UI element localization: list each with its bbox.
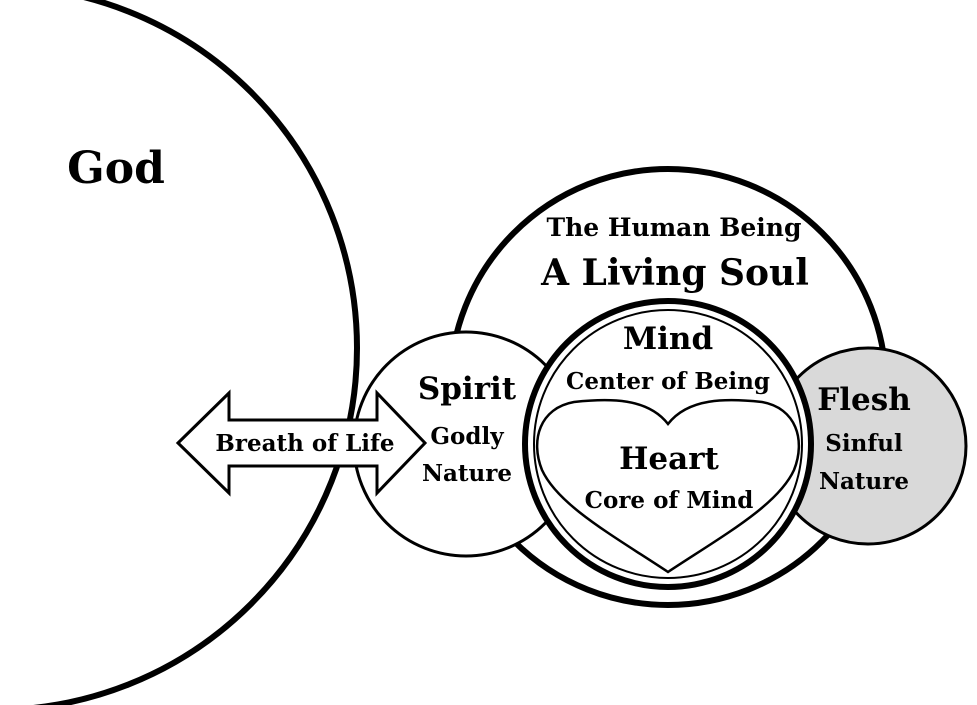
spirit-line1: Godly [430,423,504,450]
mind-subtitle: Center of Being [566,368,770,395]
breath-of-life-arrow [175,389,428,497]
spirit-line2: Nature [422,460,512,487]
flesh-line2: Nature [819,468,909,495]
heart-shape [535,398,801,574]
mind-title: Mind [623,321,713,357]
human-being-title: The Human Being [547,213,802,242]
spirit-title: Spirit [418,371,517,407]
flesh-title: Flesh [817,382,911,418]
heart-subtitle: Core of Mind [585,487,754,514]
breath-of-life-label: Breath of Life [215,430,394,457]
god-label: God [67,143,165,194]
god-circle [0,0,360,705]
human-being-subtitle: A Living Soul [540,252,809,294]
mind-inner-ring [533,309,803,579]
flesh-line1: Sinful [825,430,903,457]
heart-title: Heart [619,441,719,477]
